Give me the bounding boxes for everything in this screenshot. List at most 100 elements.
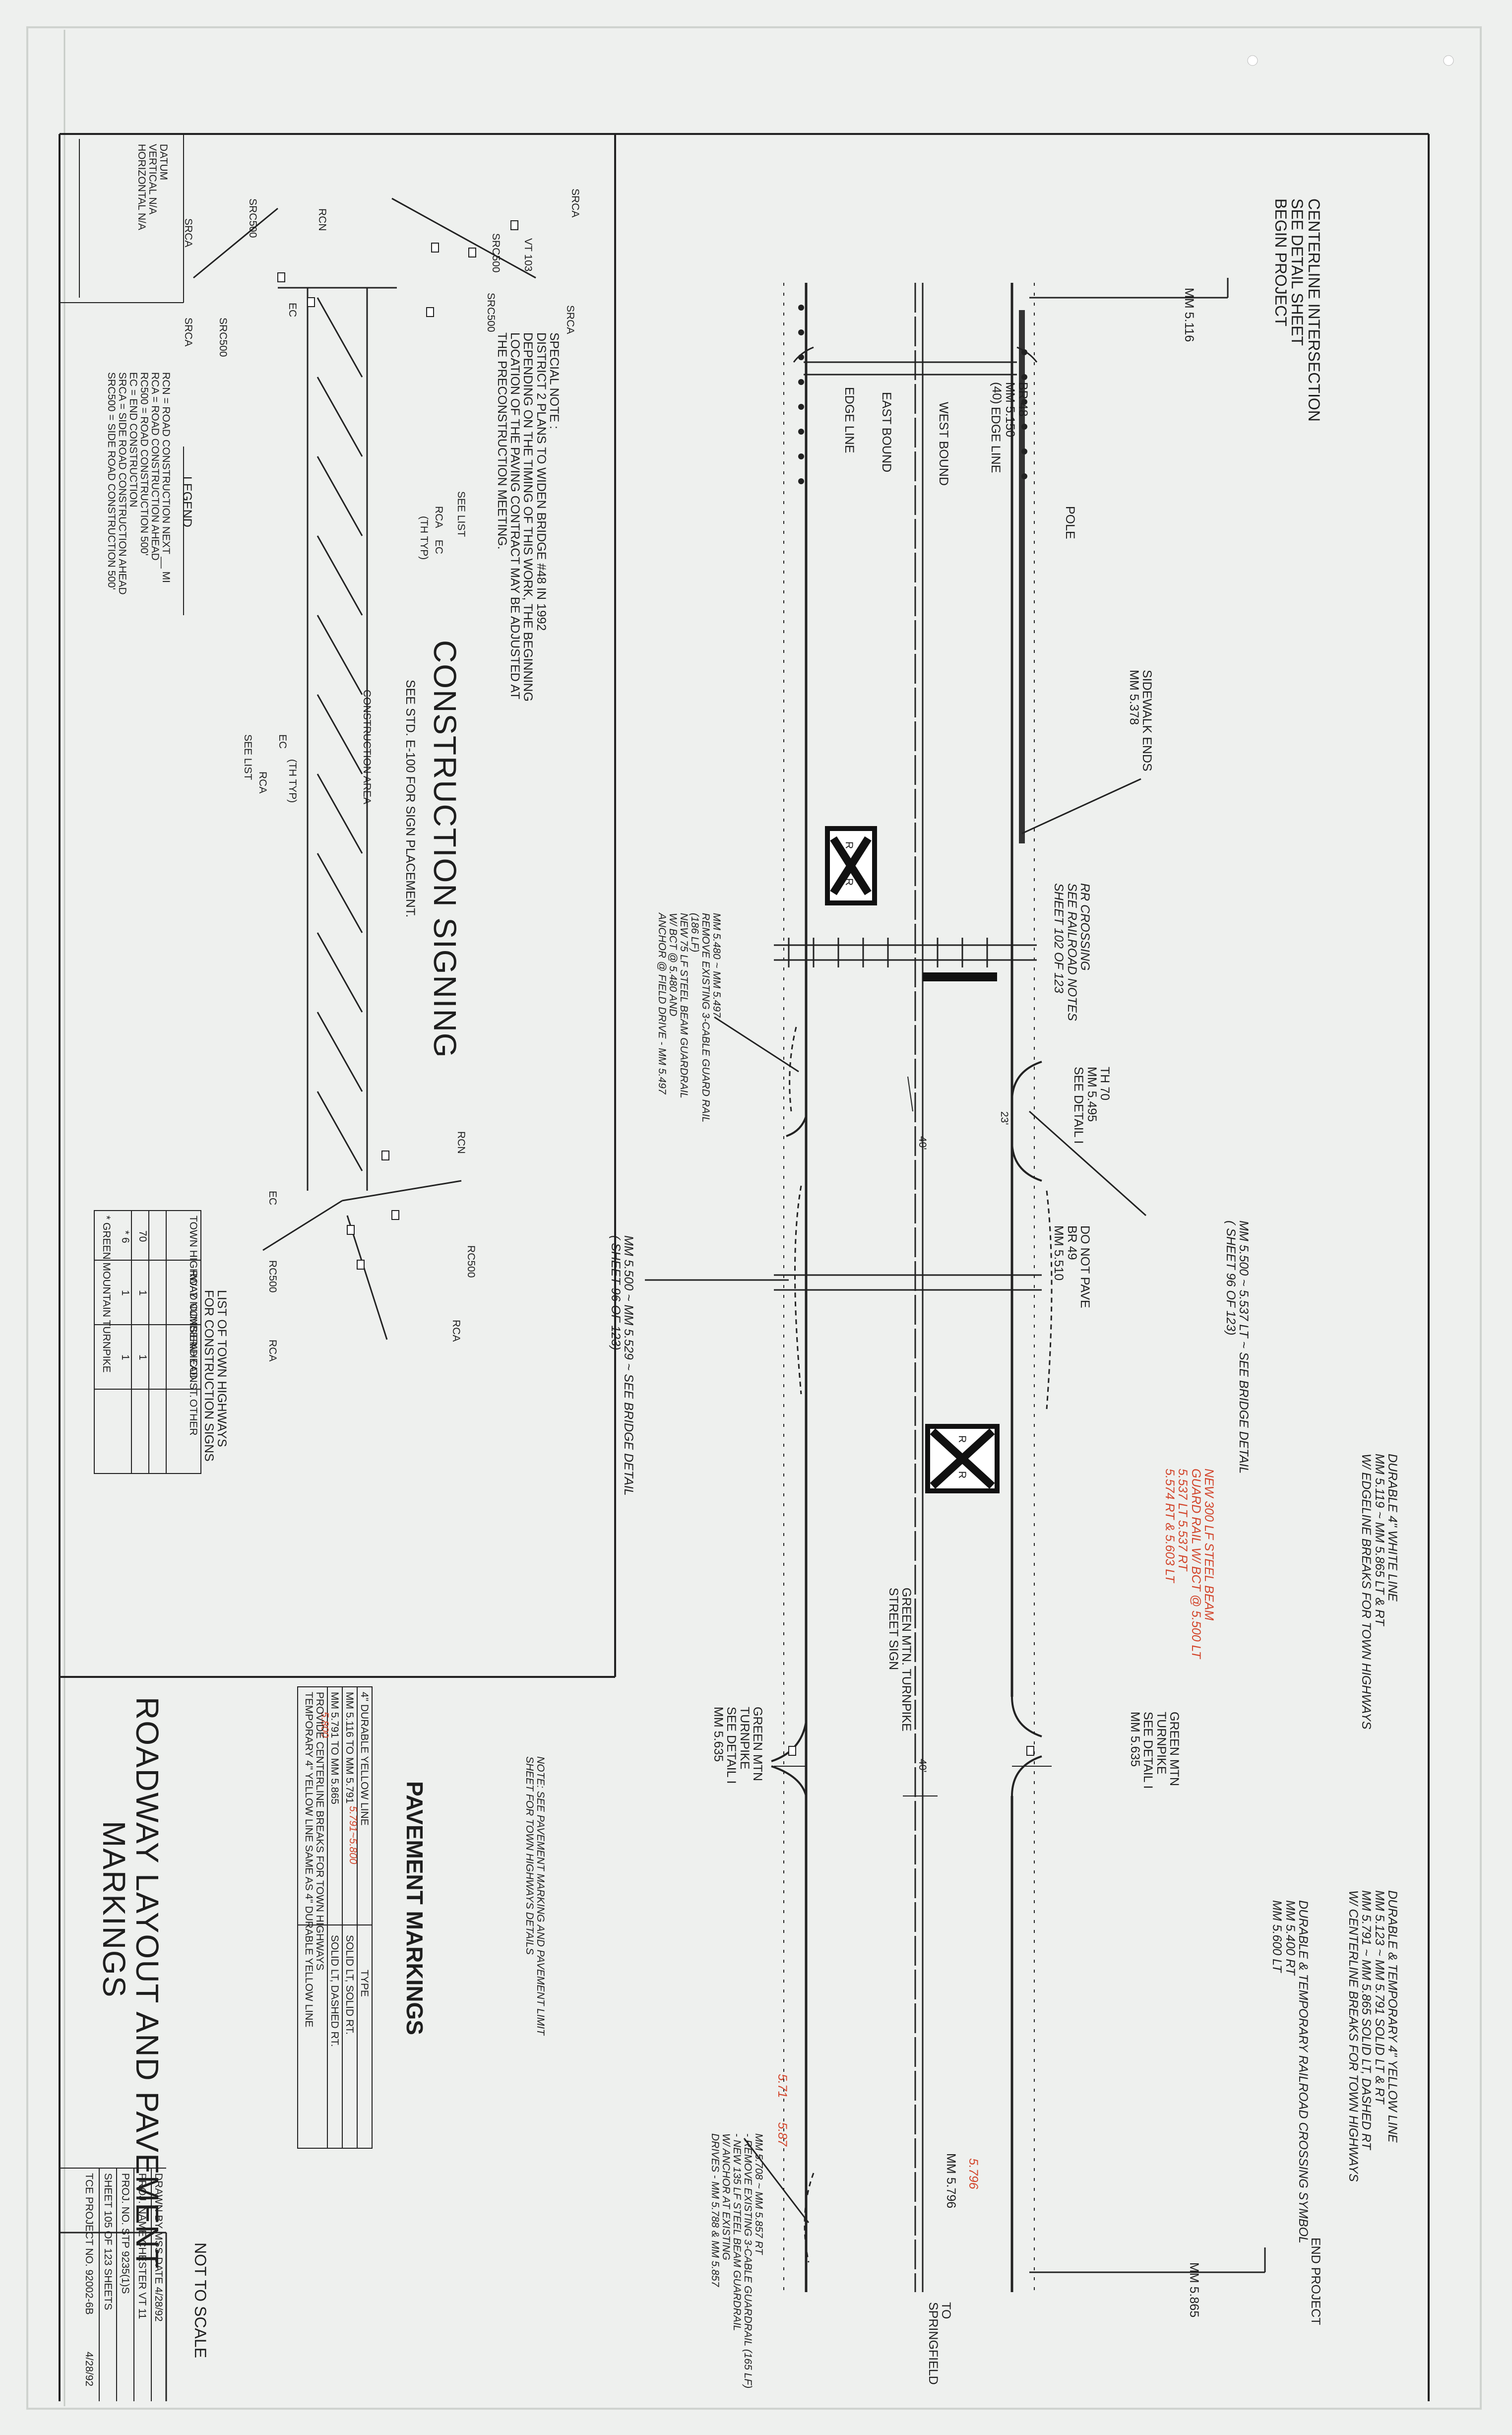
rr-crossing-upper: [825, 826, 997, 981]
red-line: 5.537 LT 5.537 RT: [1176, 1469, 1190, 1571]
wl-line: W/ EDGELINE BREAKS FOR TOWN HIGHWAYS: [1359, 1454, 1374, 1730]
white-line-note: DURABLE 4" WHITE LINE MM 5.119 ~ MM 5.86…: [1359, 1454, 1400, 1730]
guardrails: [789, 1026, 1053, 2263]
pm-cell: MM 5.116 TO MM 5.791: [344, 1692, 355, 1804]
sn-line: DEPENDING ON THE TIMING OF THIS WORK, TH…: [521, 332, 535, 702]
legend-title: LEGEND: [180, 476, 194, 527]
east-bound-label: EAST BOUND: [880, 392, 893, 473]
gm-line: GREEN MTN: [751, 1707, 764, 1781]
sl-line: SEE LIST: [455, 491, 467, 537]
th-header-3: END CONST.: [188, 1335, 199, 1398]
rr-line: SHEET 102 OF 123: [1052, 883, 1066, 993]
sign-src500: SRC500: [485, 293, 497, 332]
special-note: SPECIAL NOTE : DISTRICT 2 PLANS TO WIDEN…: [495, 332, 561, 702]
sn-line: THE PRECONSTRUCTION MEETING.: [495, 332, 509, 550]
legend-item: RCN = ROAD CONSTRUCTION NEXT __ MI: [160, 372, 172, 583]
red-mm-lower: 5.71 5.87: [775, 2074, 789, 2146]
wl-line: MM 5.119 ~ MM 5.865 LT & RT: [1372, 1454, 1386, 1626]
construction-signing-title: CONSTRUCTION SIGNING: [427, 640, 463, 1059]
sidewalk-line: SIDEWALK ENDS: [1140, 670, 1154, 771]
red-guardrail-annotation: NEW 300 LF STEEL BEAM GUARD RAIL W/ BCT …: [1163, 1469, 1216, 1659]
note-line: SEE DETAIL SHEET: [1288, 198, 1307, 346]
sign-srca: SRCA: [183, 318, 194, 347]
bridge-line: MM 5.150: [1003, 382, 1017, 438]
mm-5796-label: MM 5.796: [944, 2153, 958, 2209]
ts-line: TO: [939, 2302, 953, 2319]
punch-hole: [1443, 55, 1454, 66]
rrs-line: DURABLE & TEMPORARY RAILROAD CROSSING SY…: [1296, 1900, 1310, 2243]
legend-item: SRCA = SIDE ROAD CONSTRUCTION AHEAD: [116, 372, 128, 595]
th-title-line: FOR CONSTRUCTION SIGNS: [201, 1290, 216, 1462]
yl-line: W/ CENTERLINE BREAKS FOR TOWN HIGHWAYS: [1346, 1890, 1361, 2182]
see-list-label: SEE LIST: [242, 734, 253, 780]
th-cell: 1: [120, 1290, 131, 1296]
sign-rca: RCA: [267, 1340, 278, 1362]
pm-note-line: PROVIDE CENTERLINE BREAKS FOR TOWN HIGHW…: [314, 1692, 325, 1971]
sign-rc500: RC500: [465, 1245, 477, 1278]
centerline-intersection-note: CENTERLINE INTERSECTION SEE DETAIL SHEET…: [1272, 198, 1323, 422]
sign-rc500: RC500: [267, 1260, 278, 1293]
green-mtn-intersection: [771, 1696, 1052, 1796]
pavement-markings-title: PAVEMENT MARKINGS: [402, 1781, 428, 2035]
tce-project: TCE PROJECT NO. 92002-6B: [83, 2173, 95, 2315]
red-line: NEW 300 LF STEEL BEAM: [1202, 1469, 1216, 1621]
dim-40: 40': [917, 1136, 928, 1150]
green-mtn-left-label: GREEN MTN TURNPIKE SEE DETAIL I MM 5.635: [711, 1707, 764, 1784]
ss-line: GREEN MTN. TURNPIKE: [899, 1588, 913, 1731]
sign-src500: SRC500: [247, 198, 258, 238]
gm-line: MM 5.635: [1128, 1712, 1142, 1767]
sign-src500: SRC500: [217, 318, 229, 357]
proj-no: PROJ. NO. STP 9235(1)S: [120, 2173, 131, 2294]
th70-intersection: [786, 1061, 1042, 1182]
sign-srca: SRCA: [565, 305, 576, 334]
pm-cell: SOLID LT, DASHED RT.: [329, 1935, 340, 2047]
lg-line: MM 5.708 ~ MM 5.857 RT: [753, 2133, 764, 2255]
pm-cell: MM 5.791 TO MM 5.865: [329, 1692, 340, 1804]
sign-rca-ec: RCA EC: [433, 506, 444, 554]
red-mm: 5.87: [775, 2122, 789, 2146]
sign-ec: EC: [277, 734, 288, 749]
legend-item: SRC500 = SIDE ROAD CONSTRUCTION 500': [105, 372, 117, 590]
town-highways-title: LIST OF TOWN HIGHWAYS FOR CONSTRUCTION S…: [202, 1290, 229, 1462]
rr-letter: R: [843, 841, 855, 849]
sign-srca: SRCA: [183, 218, 194, 248]
th-typ-label: (TH TYP): [287, 759, 298, 803]
th70-line: TH 70: [1098, 1067, 1112, 1101]
sign-rca: RCA: [257, 771, 268, 794]
note-line: NOTE: SEE PAVEMENT MARKING AND PAVEMENT …: [535, 1756, 546, 2036]
sidewalk-line: MM 5.378: [1127, 670, 1141, 725]
red-line: GUARD RAIL W/ BCT @ 5.500 LT: [1189, 1469, 1203, 1659]
th-cell: 1: [137, 1354, 148, 1360]
gm-line: TURNPIKE: [1154, 1712, 1168, 1775]
th-cell: 70: [137, 1230, 148, 1242]
date-stamp: 4/28/92: [83, 2352, 95, 2387]
proj-name: PROJ. NAME CHESTER VT 11: [136, 2173, 148, 2319]
sign-rcn: RCN: [455, 1131, 467, 1154]
bridge-detail-note: MM 5.500 ~ 5.537 LT ~ SEE BRIDGE DETAIL …: [1224, 1220, 1251, 1474]
bridge-48: [793, 346, 1038, 376]
gm-line: SEE DETAIL I: [724, 1707, 739, 1784]
edge-line-bottom-label: EDGE LINE: [842, 387, 856, 453]
pm-cell: SOLID LT, SOLID RT.: [344, 1935, 355, 2035]
sign-src500: SRC500: [490, 233, 502, 273]
gm-line: GREEN MTN: [1167, 1712, 1181, 1786]
sheet-number: SHEET 105 OF 123 SHEETS: [102, 2173, 114, 2310]
th-typ-label: (TH TYP): [418, 516, 430, 560]
bridge-49: [774, 1274, 1042, 1291]
bl-line: MM 5.500 ~ MM 5.529 ~ SEE BRIDGE DETAIL: [622, 1235, 635, 1496]
punch-hole: [1247, 55, 1258, 66]
pm-red: 5.791~5.800: [347, 1806, 359, 1864]
mm-end-label: MM 5.865: [1187, 2262, 1201, 2318]
lower-guardrail-note: MM 5.708 ~ MM 5.857 RT - REMOVE EXISTING…: [709, 2133, 764, 2388]
guardrail-posts: [798, 305, 1027, 484]
pm-note-line: TEMPORARY 4" YELLOW LINE SAME AS 4" DURA…: [303, 1692, 315, 2028]
end-project-label: END PROJECT: [1309, 2238, 1323, 2325]
th70-line: MM 5.495: [1084, 1067, 1099, 1122]
rr-crossing-note: RR CROSSING SEE RAILROAD NOTES SHEET 102…: [1052, 883, 1092, 1021]
gr-line: (186 LF): [689, 913, 700, 953]
rrs-line: MM 5.600 LT: [1270, 1900, 1284, 1973]
green-mtn-right-label: GREEN MTN TURNPIKE SEE DETAIL I MM 5.635: [1128, 1712, 1181, 1789]
dnp-line: BR 49: [1065, 1225, 1079, 1260]
frame-lines: [59, 133, 1430, 2401]
sn-line: DISTRICT 2 PLANS TO WIDEN BRIDGE #48 IN …: [534, 332, 548, 631]
